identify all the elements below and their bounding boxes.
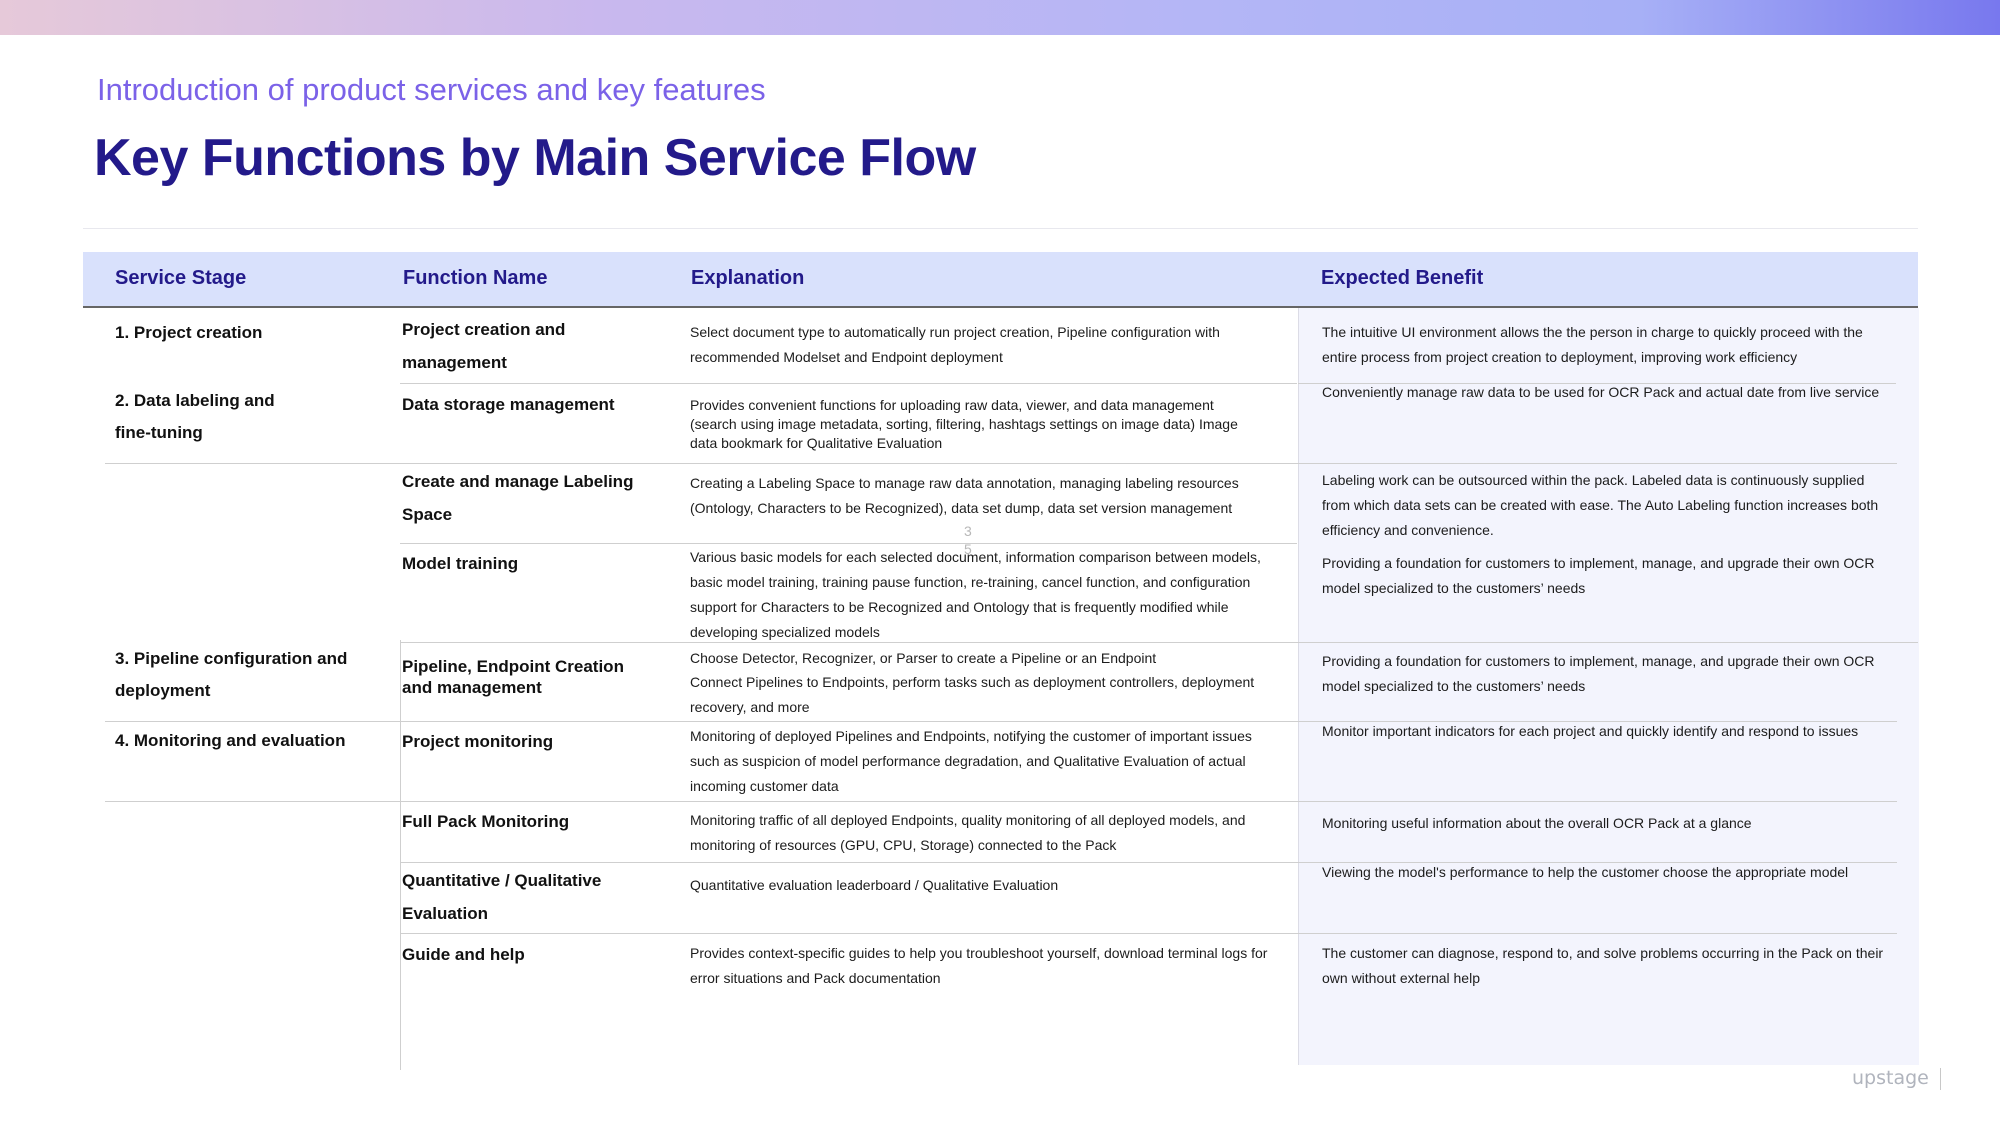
upstage-logo: upstage [1852,1067,1929,1089]
header-explanation: Explanation [691,267,805,289]
function-guide-help: Guide and help [402,945,525,964]
top-gradient-bar [0,0,2000,35]
benefit-pipeline-endpoint: Providing a foundation for customers to … [1322,653,1875,694]
header-function-name: Function Name [403,267,548,289]
stage-data-labeling: 2. Data labeling and fine-tuning [115,391,275,442]
explanation-pipeline-endpoint-1: Choose Detector, Recognizer, or Parser t… [690,650,1157,666]
row-divider [105,463,1897,464]
function-project-creation: Project creation and management [402,320,566,372]
benefit-full-pack-monitoring: Monitoring useful information about the … [1322,815,1752,831]
row-divider [400,642,1918,643]
explanation-pipeline-endpoint-2: Connect Pipelines to Endpoints, perform … [690,674,1255,715]
row-divider [105,801,1897,802]
row-divider [400,862,1897,863]
benefit-project-creation: The intuitive UI environment allows the … [1322,324,1863,365]
benefit-evaluation: Viewing the model's performance to help … [1322,864,1849,880]
function-data-storage: Data storage management [402,395,615,414]
benefit-column-background [1298,308,1919,1065]
row-divider [105,721,1897,722]
header-service-stage: Service Stage [115,267,247,289]
benefit-guide-help: The customer can diagnose, respond to, a… [1322,945,1884,986]
stage-project-creation: 1. Project creation [115,323,263,342]
table-header-row: Service Stage Function Name Explanation … [83,252,1918,308]
slide-subtitle: Introduction of product services and key… [97,72,766,107]
function-labeling-space: Create and manage Labeling Space [402,472,634,524]
benefit-model-training: Providing a foundation for customers to … [1322,555,1875,596]
function-project-monitoring: Project monitoring [402,732,554,751]
function-evaluation: Quantitative / Qualitative Evaluation [402,871,602,923]
explanation-project-creation: Select document type to automatically ru… [690,324,1220,365]
row-divider [400,383,1297,384]
logo-divider [1940,1068,1941,1090]
row-divider [1298,383,1896,384]
explanation-labeling-space: Creating a Labeling Space to manage raw … [690,475,1239,516]
header-expected-benefit: Expected Benefit [1321,267,1484,289]
explanation-full-pack-monitoring: Monitoring traffic of all deployed Endpo… [690,812,1246,853]
explanation-project-monitoring: Monitoring of deployed Pipelines and End… [690,728,1252,794]
function-full-pack-monitoring: Full Pack Monitoring [402,812,570,831]
function-column-line [400,640,401,1070]
stage-monitoring-evaluation: 4. Monitoring and evaluation [115,731,346,750]
slide-title: Key Functions by Main Service Flow [94,129,976,187]
function-model-training: Model training [402,554,519,573]
explanation-data-storage: Provides convenient functions for upload… [690,397,1238,451]
benefit-project-monitoring: Monitor important indicators for each pr… [1322,723,1859,739]
benefit-data-storage: Conveniently manage raw data to be used … [1322,384,1880,400]
stray-digit: 3 [964,523,972,539]
row-divider [400,543,1297,544]
benefit-labeling-space: Labeling work can be outsourced within t… [1322,472,1879,538]
explanation-evaluation: Quantitative evaluation leaderboard / Qu… [690,877,1059,893]
explanation-model-training: Various basic models for each selected d… [690,549,1261,640]
stray-digit: 5 [964,541,972,557]
stage-pipeline-configuration: 3. Pipeline configuration and deployment [115,649,348,700]
row-divider [400,933,1897,934]
explanation-guide-help: Provides context-specific guides to help… [690,945,1268,986]
title-divider [83,228,1918,229]
function-pipeline-endpoint: Pipeline, Endpoint Creation and manageme… [402,657,624,697]
